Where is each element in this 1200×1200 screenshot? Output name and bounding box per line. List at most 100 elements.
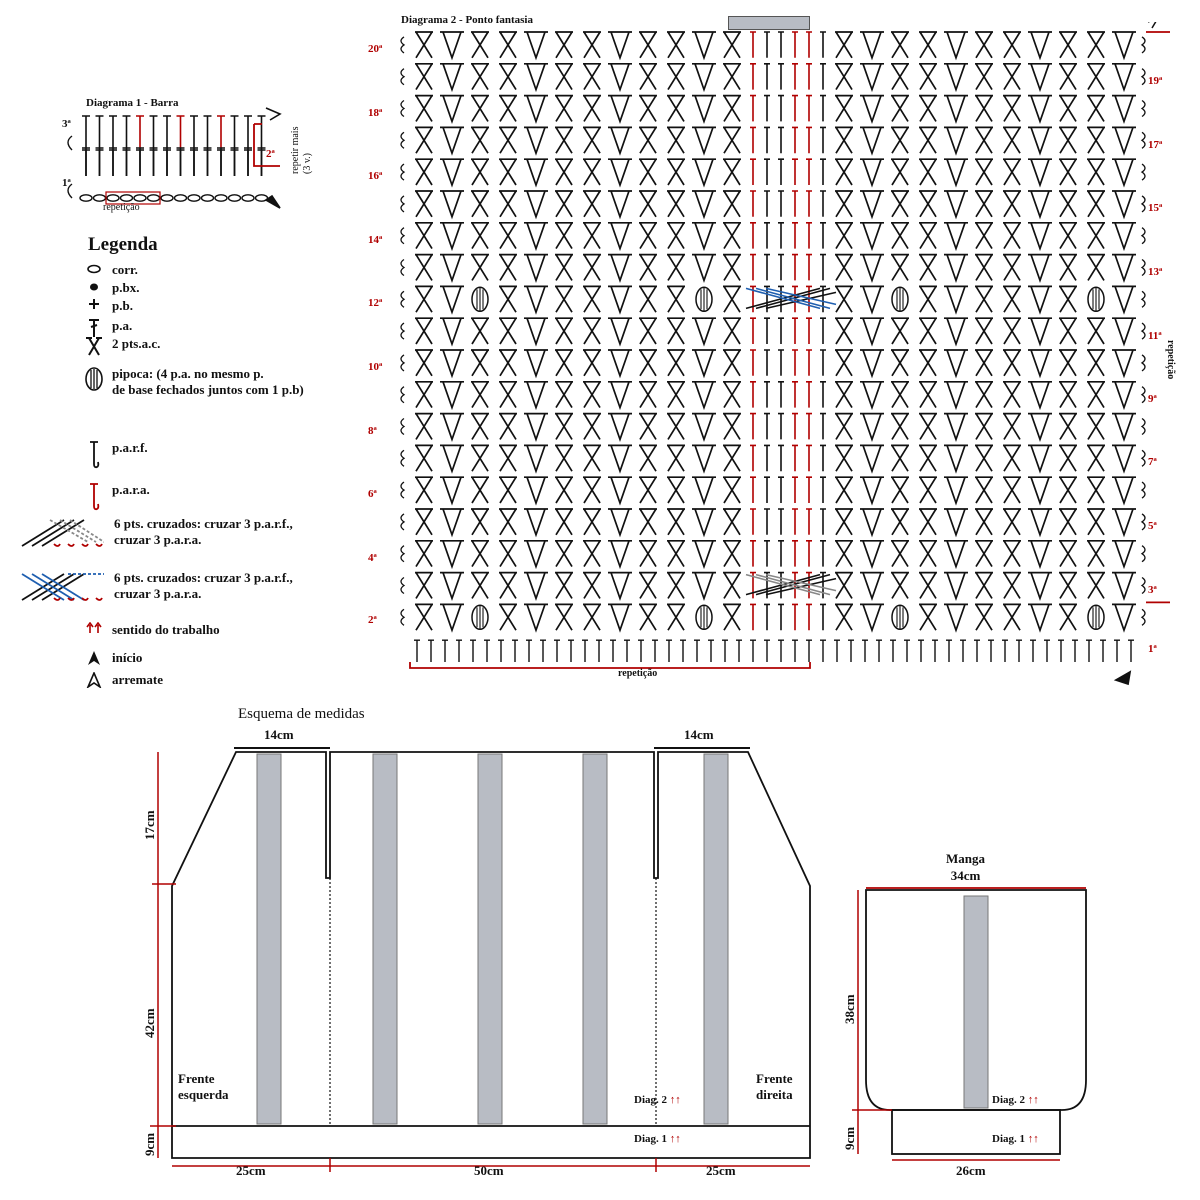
start-arrow-icon xyxy=(84,650,104,670)
legend-item: p.a. xyxy=(84,318,132,342)
row-number-right: 5ª xyxy=(1148,520,1157,532)
legend-item: p.a.r.f. xyxy=(84,440,148,474)
front-right-line2: direita xyxy=(756,1087,793,1102)
diagram1-row-1: 1ª xyxy=(62,177,71,189)
diagram1-title: Diagrama 1 - Barra xyxy=(86,97,179,109)
single-crochet-icon xyxy=(84,298,104,314)
row-number-left: 16ª xyxy=(368,170,383,182)
legend-item-text-2: cruzar 3 p.a.r.a. xyxy=(114,586,202,601)
front-post-icon xyxy=(84,440,104,474)
sleeve-cuff-width: 26cm xyxy=(956,1163,986,1178)
legend-item-label: sentido do trabalho xyxy=(112,622,220,638)
legend-item: início xyxy=(84,650,142,670)
sleeve-diag2-label: Diag. 2 ↑↑ xyxy=(992,1094,1039,1106)
popcorn-icon xyxy=(84,366,104,396)
row-number-right: 1ª xyxy=(1148,643,1157,655)
sleeve-cuff-height-text: 9cm xyxy=(842,1126,857,1150)
legend-item-label: p.a.r.a. xyxy=(112,482,150,498)
crossed-stitches-icon xyxy=(84,336,104,360)
legend-item-label: 6 pts. cruzados: cruzar 3 p.a.r.f.,cruza… xyxy=(114,570,293,602)
row-number-right: 3ª xyxy=(1148,584,1157,596)
legend-item-text: corr. xyxy=(112,262,138,277)
finish-arrow-icon xyxy=(84,670,104,692)
sleeve-height-measure: 38cm xyxy=(842,994,858,1024)
legend-item-label: p.a.r.f. xyxy=(112,440,148,456)
legend-item-text-2: cruzar 3 p.a.r.a. xyxy=(114,532,202,547)
cable-gray-icon xyxy=(16,516,106,552)
cable-blue-icon xyxy=(16,570,106,606)
legend-item: pipoca: (4 p.a. no mesmo p.de base fecha… xyxy=(84,366,304,398)
sleeve-diag1-label: Diag. 1 ↑↑ xyxy=(992,1133,1039,1145)
diagram1-row-3: 3ª xyxy=(62,118,71,130)
row-number-right: 7ª xyxy=(1148,456,1157,468)
legend-item-text: p.b. xyxy=(112,298,133,313)
diagram2-repeat-bottom: repetição xyxy=(618,668,658,679)
direction-arrows-icon: ↑↑ xyxy=(669,1094,681,1106)
legend-item-label: corr. xyxy=(112,262,138,278)
top-right-measure: 14cm xyxy=(684,727,714,742)
legend-item-text: sentido do trabalho xyxy=(112,622,220,637)
diagram2-chart xyxy=(400,22,1170,686)
row-number-left: 14ª xyxy=(368,234,383,246)
legend-title: Legenda xyxy=(88,234,158,255)
row-number-right: 15ª xyxy=(1148,202,1163,214)
diagram1-repeat-more: repetir mais xyxy=(290,127,301,174)
legend-item: 6 pts. cruzados: cruzar 3 p.a.r.f.,cruza… xyxy=(16,516,293,552)
left-17-measure: 17cm xyxy=(142,810,158,840)
row-number-left: 6ª xyxy=(368,488,377,500)
left-9-measure: 9cm xyxy=(142,1133,158,1156)
schematic-title: Esquema de medidas xyxy=(238,706,365,722)
legend-item: corr. xyxy=(84,262,138,278)
diagram2-repeat-side: repetição xyxy=(1165,340,1176,379)
direction-arrows-icon: ↑↑ xyxy=(669,1133,681,1145)
diagram1-row-2: 2ª xyxy=(266,148,275,160)
legend-item-label: 2 pts.a.c. xyxy=(112,336,160,352)
bottom-25b-measure: 25cm xyxy=(706,1163,736,1178)
diagram1-chart xyxy=(67,107,282,209)
legend-item: p.a.r.a. xyxy=(84,482,150,516)
legend-item-text: 6 pts. cruzados: cruzar 3 p.a.r.f., xyxy=(114,570,293,585)
legend-item-text: p.bx. xyxy=(112,280,140,295)
diagram2-title: Diagrama 2 - Ponto fantasia xyxy=(401,14,533,26)
row-number-left: 18ª xyxy=(368,107,383,119)
legend-item: arremate xyxy=(84,670,163,692)
bottom-25a-measure: 25cm xyxy=(236,1163,266,1178)
diagram1-repeat-count-text: (3 v.) xyxy=(302,152,313,174)
top-left-measure: 14cm xyxy=(264,727,294,742)
chain-icon xyxy=(84,262,104,278)
direction-arrows-icon: ↑↑ xyxy=(1027,1094,1039,1106)
sleeve-diag2-text: Diag. 2 xyxy=(992,1094,1025,1106)
legend-item-label: 6 pts. cruzados: cruzar 3 p.a.r.f.,cruza… xyxy=(114,516,293,548)
legend-item-text: pipoca: (4 p.a. no mesmo p. xyxy=(112,366,264,381)
back-post-icon xyxy=(84,482,104,516)
diagram1-repeat-more-text: repetir mais xyxy=(290,126,301,174)
body-diag1-text: Diag. 1 xyxy=(634,1133,667,1145)
legend-item: p.bx. xyxy=(84,280,139,296)
row-number-left: 4ª xyxy=(368,552,377,564)
legend-item-text: p.a.r.f. xyxy=(112,440,148,455)
legend-item-label: p.b. xyxy=(112,298,133,314)
row-number-left: 2ª xyxy=(368,614,377,626)
row-number-left: 12ª xyxy=(368,297,383,309)
front-left-line1: Frente xyxy=(178,1071,215,1086)
left-42-text: 42cm xyxy=(142,1008,157,1038)
row-number-right: 17ª xyxy=(1148,139,1163,151)
direction-arrows-icon xyxy=(84,621,104,638)
legend-item-label: pipoca: (4 p.a. no mesmo p.de base fecha… xyxy=(112,366,304,398)
row-number-left: 20ª xyxy=(368,43,383,55)
legend-item-label: p.bx. xyxy=(112,280,139,296)
front-left-label: Frente esquerda xyxy=(178,1071,229,1103)
left-42-measure: 42cm xyxy=(142,1008,158,1038)
row-number-right: 19ª xyxy=(1148,75,1163,87)
legend-item: 2 pts.a.c. xyxy=(84,336,160,360)
legend-item-text: p.a.r.a. xyxy=(112,482,150,497)
legend-item: p.b. xyxy=(84,298,133,314)
legend-item-label: p.a. xyxy=(112,318,132,334)
double-crochet-icon xyxy=(84,318,104,342)
row-number-right: 13ª xyxy=(1148,266,1163,278)
diagram2-top-bar xyxy=(728,16,810,30)
slip-stitch-icon xyxy=(84,280,104,296)
legend-item-text-2: de base fechados juntos com 1 p.b) xyxy=(112,382,304,397)
front-right-label: Frente direita xyxy=(756,1071,793,1103)
sleeve-title: Manga 34cm xyxy=(946,850,985,884)
